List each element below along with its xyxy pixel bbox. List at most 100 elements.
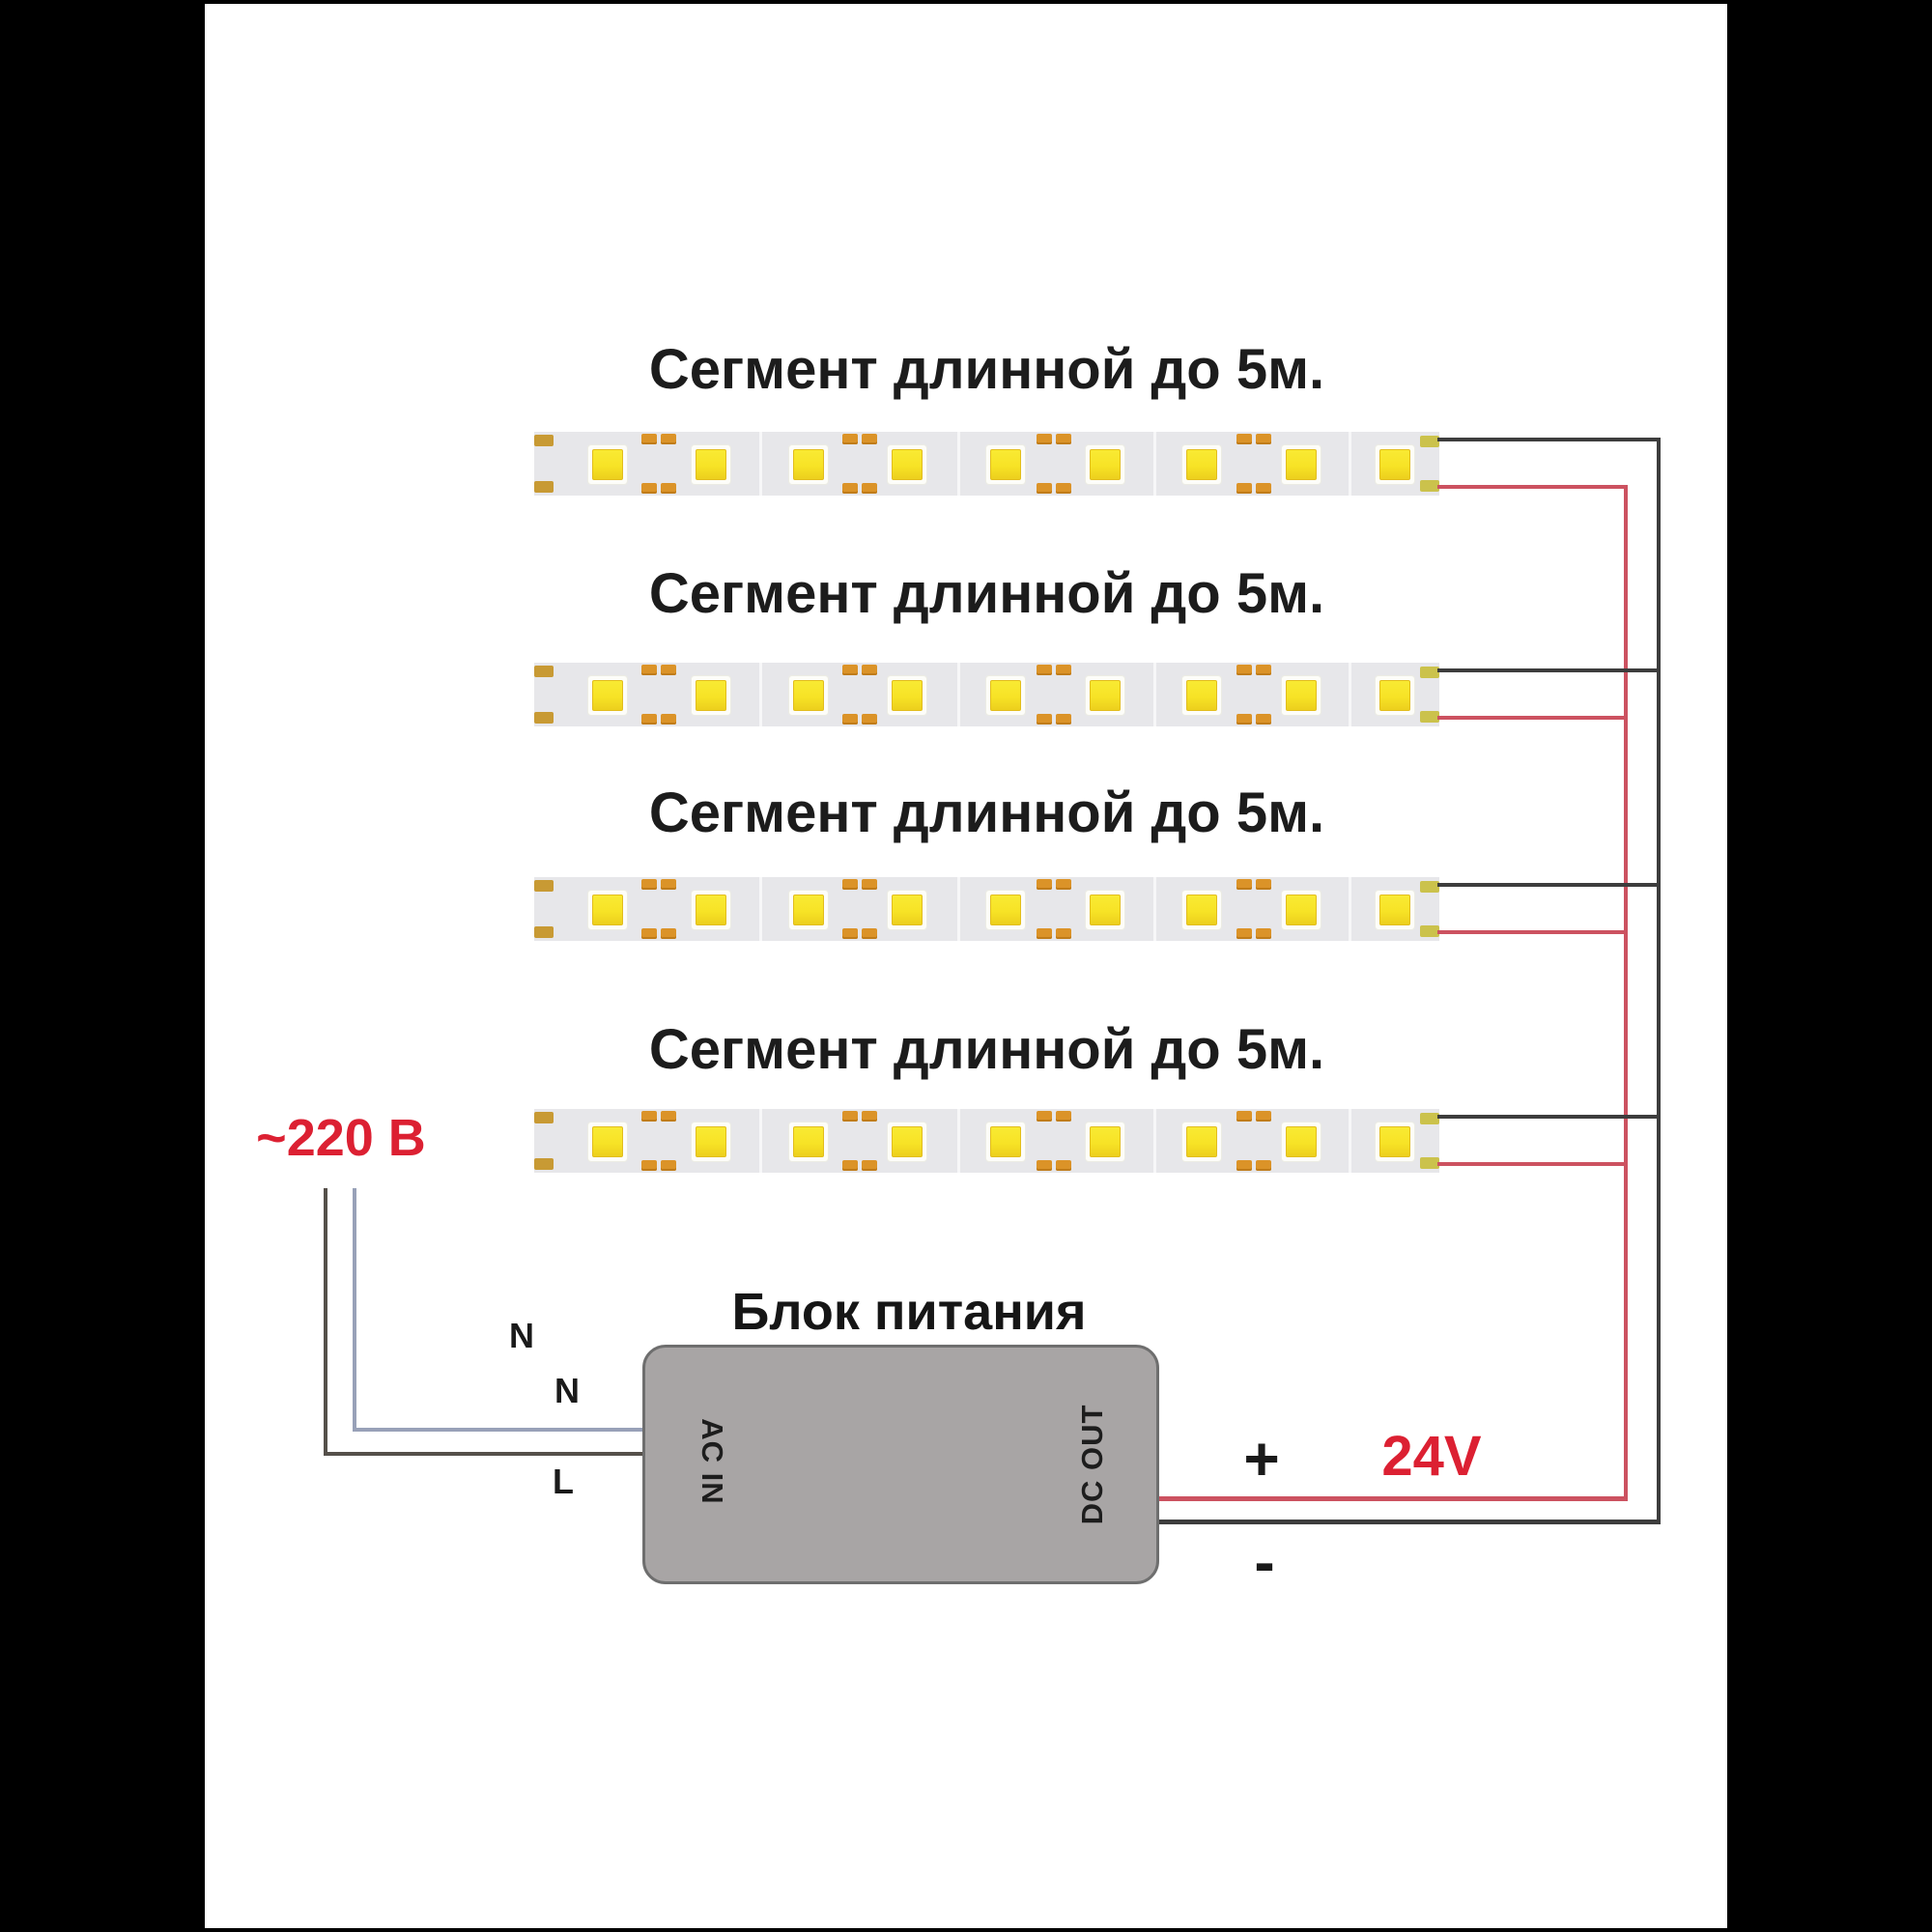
diagram-background [205, 4, 1727, 1928]
led-package [887, 444, 927, 485]
solder-pad [1236, 1111, 1252, 1122]
power-supply-title: Блок питания [731, 1283, 1087, 1341]
led-package [691, 675, 731, 716]
led-chip [892, 895, 923, 925]
mains-voltage-label: ~220 В [256, 1109, 426, 1167]
led-package [587, 444, 628, 485]
solder-pad [1256, 483, 1271, 494]
power-supply-box [642, 1345, 1159, 1584]
led-chip [1186, 895, 1217, 925]
solder-pad [661, 1160, 676, 1171]
led-strip [534, 1109, 1439, 1173]
solder-pad [1256, 879, 1271, 890]
led-chip [990, 895, 1021, 925]
solder-pad [1037, 434, 1052, 444]
solder-pad [661, 665, 676, 675]
strip-start-pad [534, 481, 554, 493]
strip-negative-wire [1437, 883, 1661, 887]
solder-pad [842, 1111, 858, 1122]
led-package [1281, 675, 1321, 716]
strip-cut-line [759, 432, 762, 496]
solder-pad [1037, 714, 1052, 724]
strip-start-pad [534, 1112, 554, 1123]
led-strip [534, 877, 1439, 941]
solder-pad [641, 928, 657, 939]
solder-pad [1256, 1160, 1271, 1171]
neutral-label-mid: N [554, 1371, 580, 1410]
solder-pad [1056, 483, 1071, 494]
led-package [985, 890, 1026, 930]
strip-cut-line [1153, 877, 1156, 941]
solder-pad [1056, 1160, 1071, 1171]
solder-pad [1056, 928, 1071, 939]
solder-pad [1236, 665, 1252, 675]
solder-pad [641, 1160, 657, 1171]
dc-out-label: DC OUT [1075, 1404, 1109, 1525]
led-package [1181, 1122, 1222, 1162]
led-chip [592, 449, 623, 480]
led-package [1375, 444, 1415, 485]
solder-pad [661, 434, 676, 444]
strip-cut-line [1349, 432, 1351, 496]
solder-pad [862, 928, 877, 939]
led-package [985, 1122, 1026, 1162]
strip-negative-wire [1437, 438, 1661, 441]
led-chip [1379, 449, 1410, 480]
strip-cut-line [1153, 663, 1156, 726]
solder-pad [1056, 879, 1071, 890]
solder-pad [1236, 928, 1252, 939]
strip-cut-line [957, 432, 960, 496]
led-package [1085, 1122, 1125, 1162]
strip-cut-line [1349, 1109, 1351, 1173]
strip-cut-line [957, 663, 960, 726]
led-package [691, 890, 731, 930]
solder-pad [1256, 434, 1271, 444]
led-package [1181, 890, 1222, 930]
neutral-wire-horizontal [353, 1428, 644, 1432]
strip-cut-line [1153, 1109, 1156, 1173]
negative-bus-wire [1657, 438, 1661, 1524]
led-package [788, 444, 829, 485]
psu-plus-output-wire [1157, 1496, 1628, 1501]
led-package [887, 675, 927, 716]
solder-pad [641, 1111, 657, 1122]
led-chip [1090, 449, 1121, 480]
led-chip [1090, 1126, 1121, 1157]
led-package [1085, 890, 1125, 930]
led-package [1085, 675, 1125, 716]
led-chip [696, 1126, 726, 1157]
solder-pad [1037, 1111, 1052, 1122]
led-package [587, 890, 628, 930]
led-chip [990, 680, 1021, 711]
line-wire-vertical [324, 1188, 327, 1456]
led-chip [793, 680, 824, 711]
led-chip [696, 680, 726, 711]
strip-positive-wire [1437, 716, 1628, 720]
solder-pad [661, 928, 676, 939]
segment-label: Сегмент длинной до 5м. [648, 562, 1325, 625]
solder-pad [842, 879, 858, 890]
neutral-label-top: N [509, 1316, 534, 1355]
strip-cut-line [759, 1109, 762, 1173]
led-package [1375, 1122, 1415, 1162]
led-chip [892, 449, 923, 480]
led-package [788, 675, 829, 716]
segment-label: Сегмент длинной до 5м. [648, 781, 1325, 844]
minus-terminal-label: - [1254, 1527, 1275, 1597]
led-chip [892, 1126, 923, 1157]
solder-pad [661, 714, 676, 724]
strip-end-pad [1420, 711, 1439, 723]
segment-label: Сегмент длинной до 5м. [648, 1018, 1325, 1081]
strip-start-pad [534, 926, 554, 938]
led-chip [696, 449, 726, 480]
led-chip [1286, 1126, 1317, 1157]
solder-pad [1037, 665, 1052, 675]
led-package [788, 890, 829, 930]
solder-pad [661, 1111, 676, 1122]
led-chip [793, 449, 824, 480]
neutral-wire-vertical [353, 1188, 356, 1432]
strip-end-pad [1420, 1157, 1439, 1169]
strip-negative-wire [1437, 1115, 1661, 1119]
